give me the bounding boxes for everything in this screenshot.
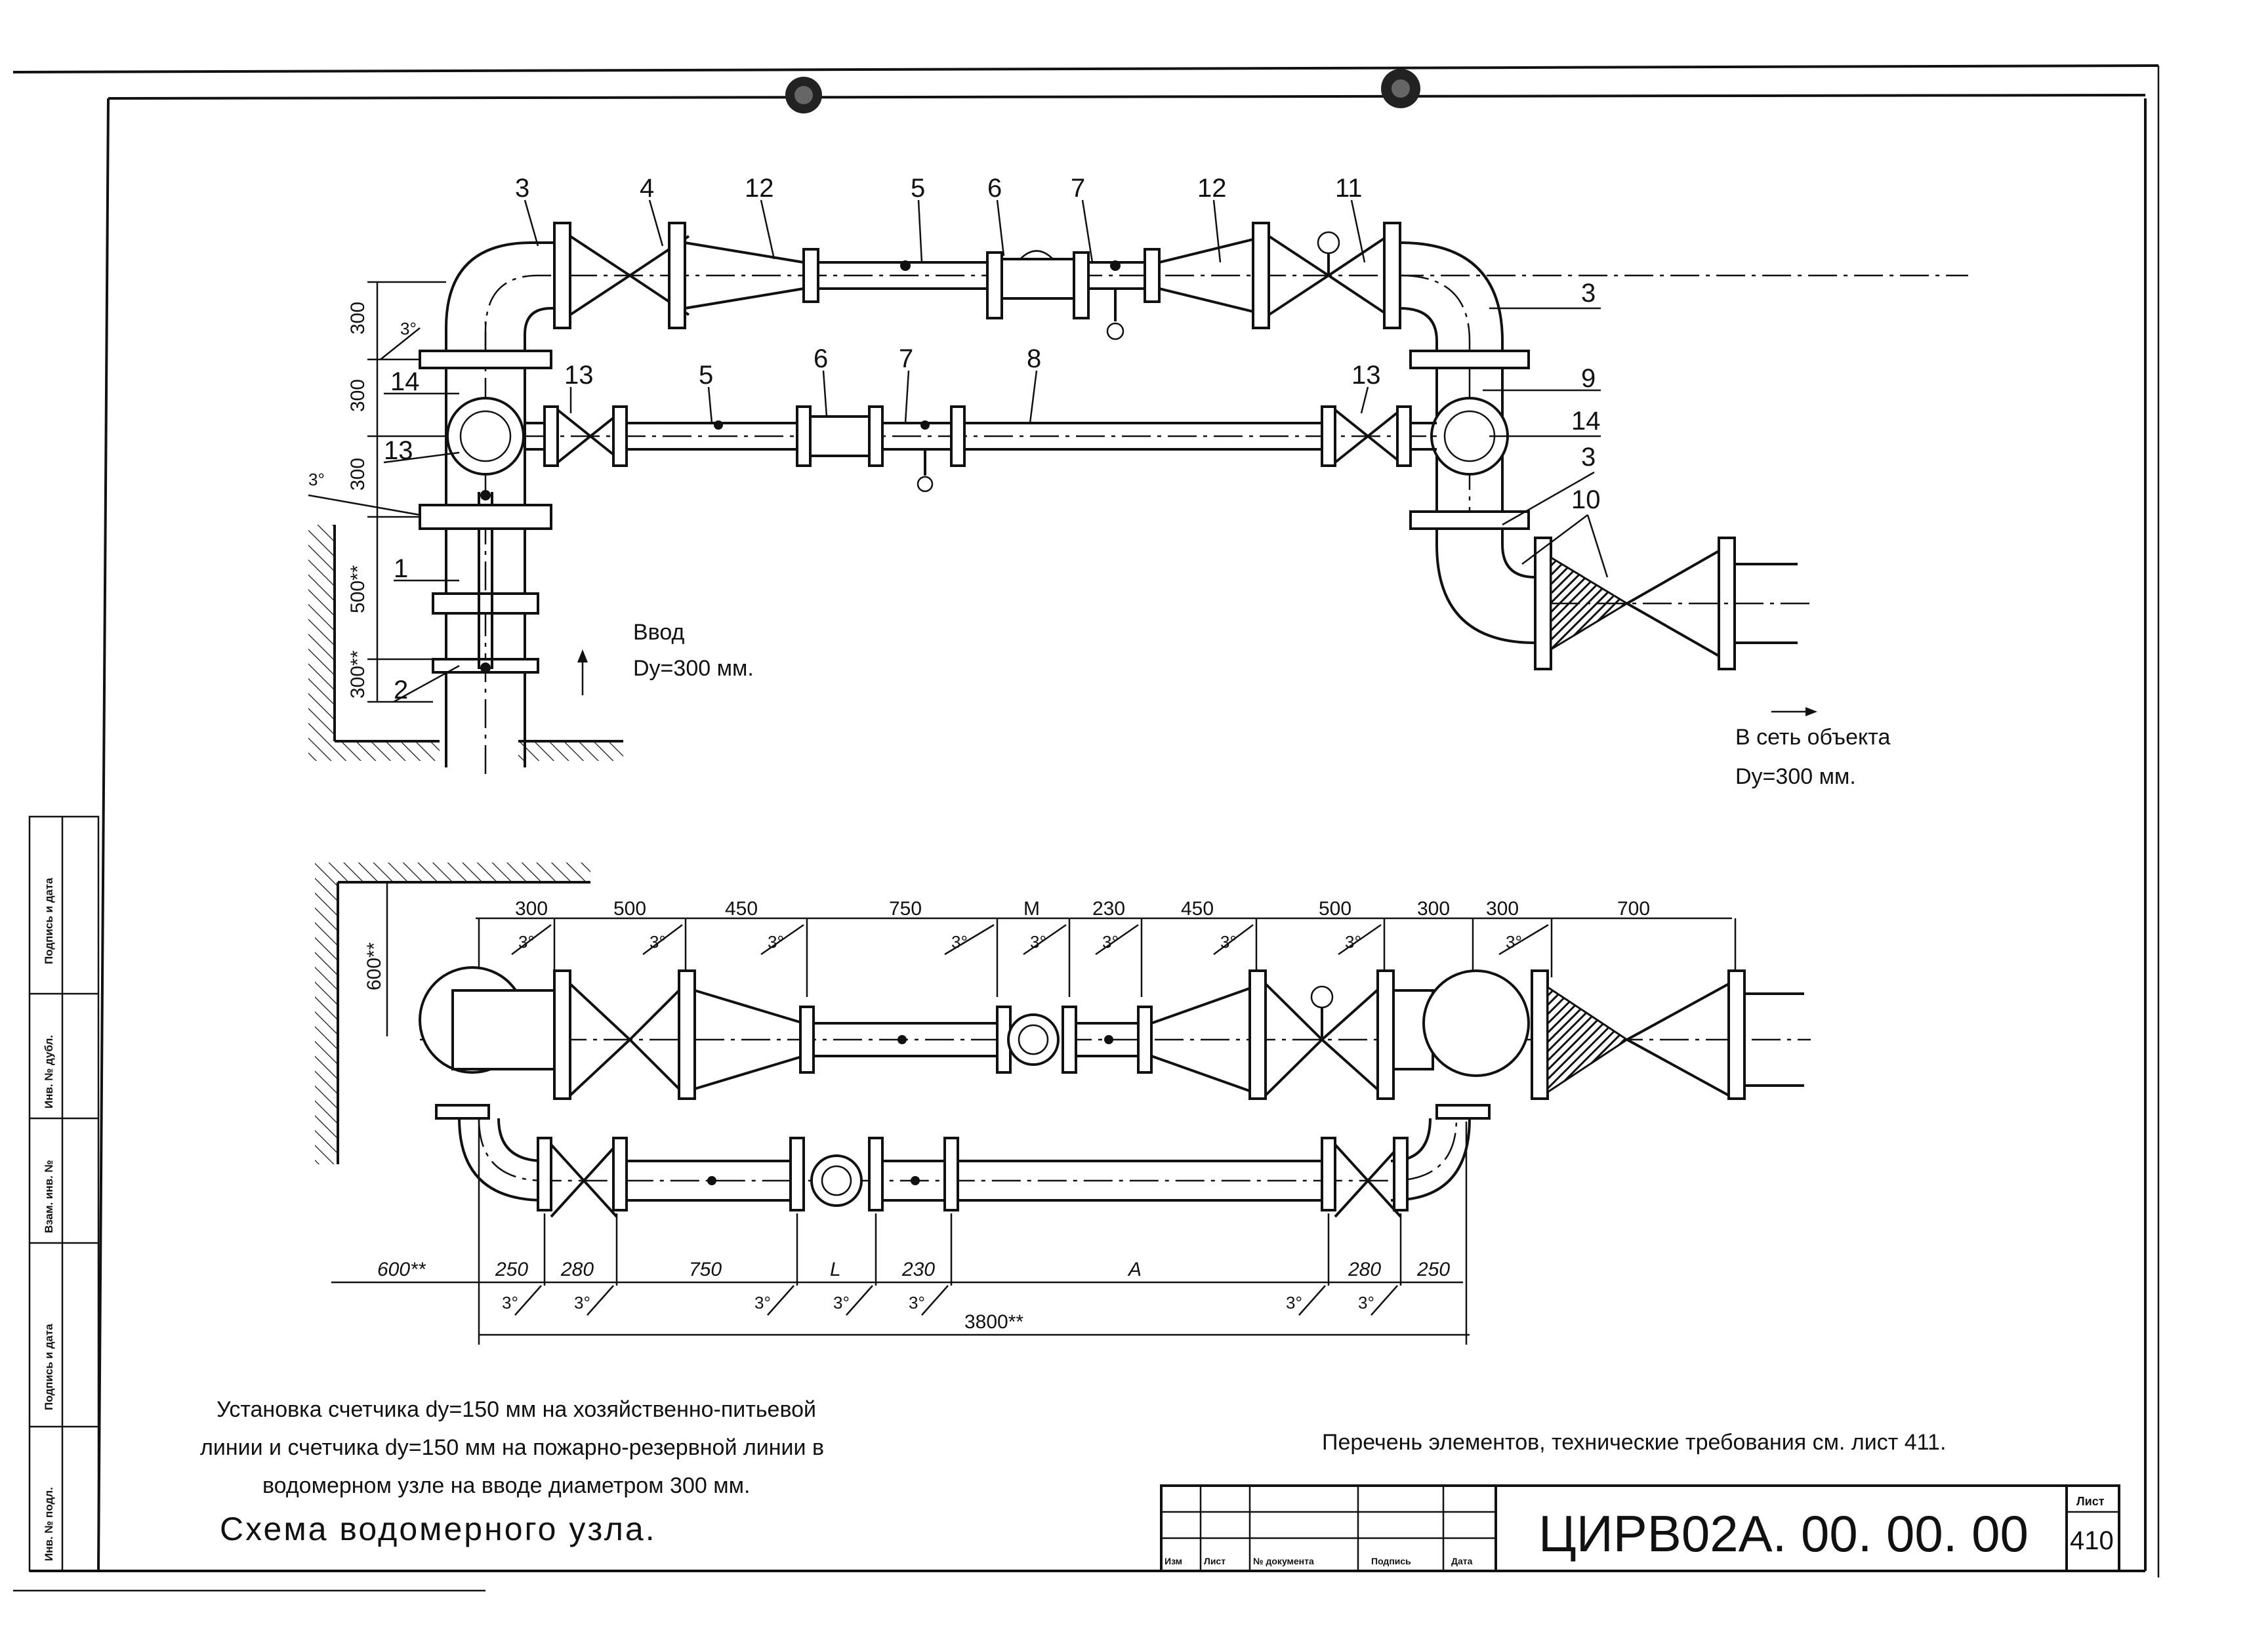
dim: 750 [689,1259,722,1280]
angle-mark: 3° [1286,1293,1302,1313]
angle-mark: 3° [574,1293,590,1313]
pos-label: 12 [745,174,774,203]
description-block: Установка счетчика dy=150 мм на хозяйств… [200,1397,824,1547]
angle-mark: 3° [1220,932,1237,952]
pos-label: 12 [1197,174,1227,203]
pos-label: 5 [911,174,925,203]
pos-label: 11 [1335,174,1363,203]
angle-mark: 3° [754,1293,771,1313]
vdim-4: 500** [347,565,369,613]
elevation-view: 300 300 300 500** 300** 3° 3° 3 4 12 5 6… [308,174,1968,789]
sheet-number: 410 [2070,1526,2114,1555]
vdim-3: 300 [347,458,369,491]
scheme-title: Схема водомерного узла. [220,1511,657,1547]
stamp-replace-inv: Взам. инв. № [43,1160,55,1233]
dim: 300 [1417,898,1450,920]
dim: 500 [613,898,646,920]
pos-label: 1 [394,554,408,583]
binder-pin-right [1381,69,1420,108]
inlet-title: Ввод [633,620,685,645]
outlet-title: В сеть объекта [1735,725,1890,750]
angle-mark: 3° [308,470,325,489]
document-code: ЦИРВ02А. 00. 00. 00 [1538,1505,2029,1562]
inlet-size: Dy=300 мм. [633,656,754,681]
tb-col-izm: Изм [1165,1556,1182,1566]
outlet-size: Dy=300 мм. [1735,764,1856,789]
stamp-signature-date-1: Подпись и дата [43,878,55,964]
angle-mark: 3° [909,1293,925,1313]
vdim-5: 300** [347,650,369,699]
stamp-dup-inv: Инв. № дубл. [43,1035,55,1109]
tb-col-sign: Подпись [1371,1556,1411,1566]
sheet-frame [12,64,2160,1592]
description-line-1: Установка счетчика dy=150 мм на хозяйств… [216,1397,816,1422]
pos-label: 2 [394,676,408,704]
tb-col-list: Лист [1204,1556,1226,1566]
sheet-label: Лист [2076,1495,2105,1508]
tb-col-doc: № документа [1253,1556,1314,1566]
dim: 300 [1486,898,1519,920]
dim: M [1023,898,1040,920]
dim: 300 [515,898,548,920]
tb-col-date: Дата [1451,1556,1473,1566]
binder-pin-left [785,77,822,113]
plan-top-dims: 300 500 450 750 M 230 450 500 300 300 70… [515,898,1650,920]
pos-label: 5 [699,361,713,390]
dim: 280 [560,1259,594,1280]
pos-label: 3 [515,174,529,203]
angle-mark: 3° [1358,1293,1374,1313]
pos-label: 6 [814,344,828,373]
reference-note: Перечень элементов, технические требован… [1322,1430,1946,1455]
pos-label: 9 [1581,364,1596,393]
plan-total-dim: 3800** [964,1311,1023,1333]
side-stamp: Подпись и дата Инв. № дубл. Взам. инв. №… [28,815,100,1572]
plan-bottom-dims: 600** 250 280 750 L 230 A 280 250 [377,1259,1450,1280]
pos-label: 6 [987,174,1002,203]
stamp-orig-inv: Инв. № подл. [43,1487,55,1561]
pos-label: 4 [640,174,654,203]
dim: 280 [1348,1259,1381,1280]
dim: 500 [1319,898,1351,920]
angle-mark: 3° [400,319,417,338]
dim: 250 [1416,1259,1450,1280]
pos-label: 8 [1027,344,1041,373]
pos-label: 14 [390,367,420,396]
stamp-signature-date-2: Подпись и дата [43,1324,55,1410]
dim: 250 [495,1259,528,1280]
dim: 600** [377,1259,426,1280]
pos-label: 10 [1571,485,1601,514]
position-labels-top: 3 4 12 5 6 7 12 11 3 9 14 3 10 [383,174,1609,704]
dim: 230 [901,1259,935,1280]
title-block: Изм Лист № документа Подпись Дата ЦИРВ02… [1160,1484,2120,1572]
angle-mark: 3° [649,932,666,952]
vdim-2: 300 [347,379,369,412]
dim: 230 [1092,898,1125,920]
description-line-3: водомерном узле на вводе диаметром 300 м… [262,1473,750,1498]
pos-label: 13 [1351,361,1381,390]
angle-mark: 3° [833,1293,850,1313]
pos-label: 7 [899,344,913,373]
pos-label: 3 [1581,443,1596,472]
plan-bottom-angles: 3° 3° 3° 3° 3° 3° 3° [502,1293,1374,1313]
pos-label: 14 [1571,407,1601,436]
dim: 450 [1181,898,1214,920]
angle-mark: 3° [518,932,535,952]
angle-mark: 3° [502,1293,518,1313]
dim: 750 [889,898,922,920]
dim: L [830,1259,841,1280]
vdim-1: 300 [347,302,369,335]
pos-label: 3 [1581,279,1596,308]
description-line-2: линии и счетчика dy=150 мм на пожарно-ре… [200,1435,824,1460]
dim: 450 [725,898,758,920]
plan-view: 600** 300 500 450 750 M 230 450 500 300 … [315,863,1811,1345]
pos-label: 13 [564,361,594,390]
pos-label: 7 [1071,174,1085,203]
plan-vdim: 600** [363,942,385,990]
dim: A [1127,1259,1142,1280]
pos-label: 13 [384,436,413,465]
dim: 700 [1617,898,1650,920]
